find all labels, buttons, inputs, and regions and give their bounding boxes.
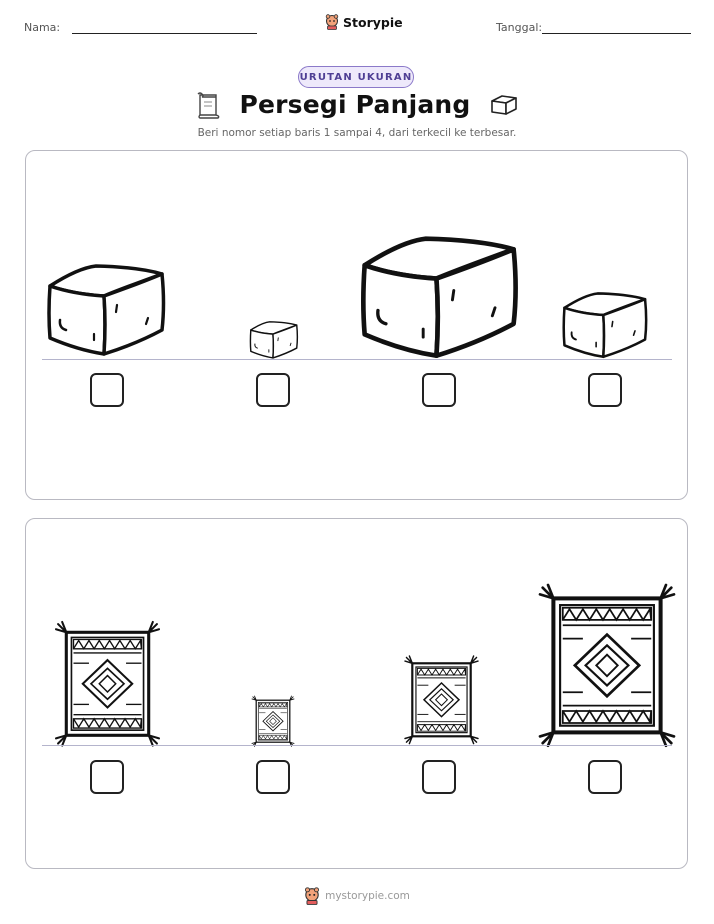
answer-box-cube-3[interactable] bbox=[422, 373, 456, 407]
baseline-cubes bbox=[42, 359, 672, 361]
storypie-mascot-icon bbox=[325, 14, 339, 30]
answer-box-cube-1[interactable] bbox=[90, 373, 124, 407]
rug-1 bbox=[251, 695, 295, 748]
answer-box-cube-4[interactable] bbox=[588, 373, 622, 407]
rug-3 bbox=[54, 620, 161, 748]
name-label: Nama: bbox=[24, 21, 61, 34]
answer-box-rug-2[interactable] bbox=[256, 760, 290, 794]
storypie-mascot-icon bbox=[305, 887, 320, 905]
title-row: Persegi Panjang bbox=[0, 90, 714, 119]
answer-box-cube-2[interactable] bbox=[256, 373, 290, 407]
date-field[interactable] bbox=[542, 33, 691, 34]
page-title: Persegi Panjang bbox=[239, 90, 471, 119]
name-field[interactable] bbox=[72, 33, 257, 34]
baseline-rugs bbox=[42, 745, 672, 747]
rug-2 bbox=[403, 654, 480, 745]
brand-logo: Storypie bbox=[325, 14, 403, 30]
footer-url: mystorypie.com bbox=[325, 890, 410, 902]
footer: mystorypie.com bbox=[0, 887, 714, 905]
rug-4 bbox=[540, 585, 674, 746]
answer-box-rug-4[interactable] bbox=[588, 760, 622, 794]
instructions: Beri nomor setiap baris 1 sampai 4, dari… bbox=[197, 127, 517, 139]
scroll-icon bbox=[197, 91, 220, 119]
answer-box-rug-3[interactable] bbox=[422, 760, 456, 794]
date-label: Tanggal: bbox=[496, 21, 543, 34]
category-badge: URUTAN UKURAN bbox=[298, 66, 414, 88]
cube-icon bbox=[490, 94, 517, 115]
answer-box-rug-1[interactable] bbox=[90, 760, 124, 794]
brand-name: Storypie bbox=[343, 14, 403, 30]
